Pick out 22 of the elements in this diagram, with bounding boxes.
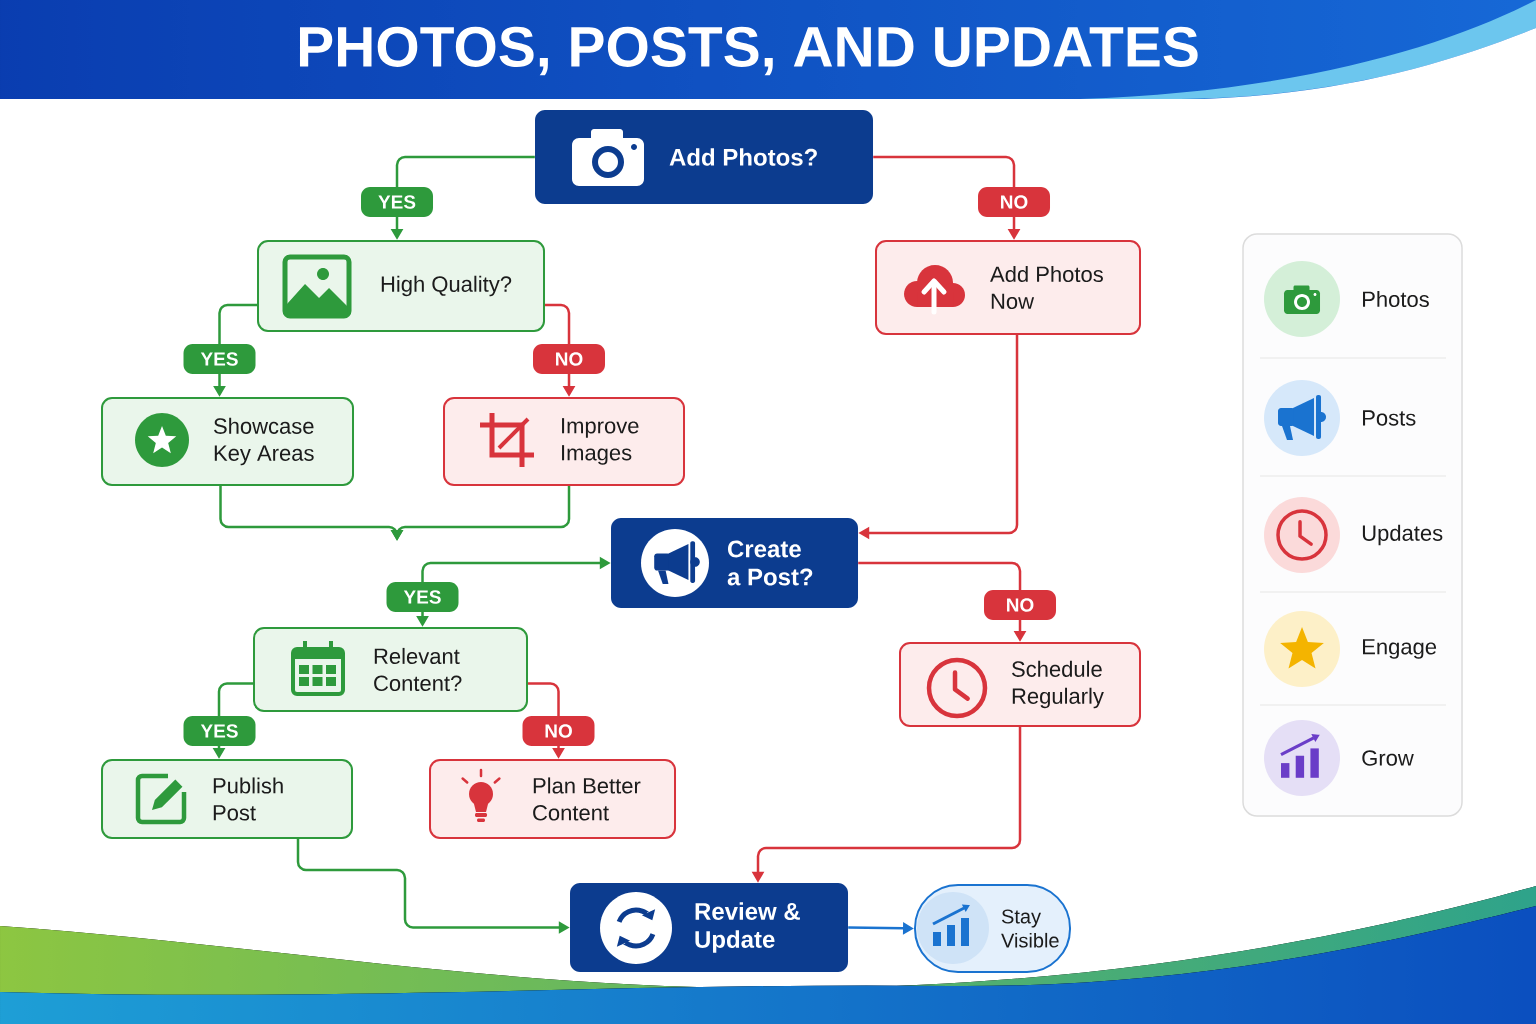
process-box: Schedule Regularly [899, 642, 1141, 727]
process-box: Improve Images [443, 397, 685, 486]
edge-label: NO [984, 590, 1056, 620]
decision-box: Relevant Content? [253, 627, 528, 712]
edge-label: NO [533, 344, 605, 374]
decision-box: High Quality? [257, 240, 545, 332]
process-box: Publish Post [101, 759, 353, 839]
edge-label: YES [183, 344, 256, 374]
legend-label: Grow [1362, 750, 1414, 766]
process-box: Plan Better Content [429, 759, 676, 839]
legend-label: Photos [1363, 290, 1429, 308]
edge-label: YES [361, 187, 433, 217]
legend-label: Engage [1363, 639, 1437, 659]
edge-label: YES [386, 582, 459, 612]
process-box: Add Photos Now [875, 240, 1141, 335]
edge-label: NO [522, 716, 595, 746]
legend-label: Posts [1363, 410, 1416, 426]
edge-label: YES [183, 716, 256, 746]
edge-label: NO [978, 187, 1050, 217]
process-box: Showcase Key Areas [101, 397, 354, 486]
legend-label: Updates [1362, 524, 1443, 546]
title: PHOTOS, POSTS, AND UPDATES [300, 26, 1198, 76]
